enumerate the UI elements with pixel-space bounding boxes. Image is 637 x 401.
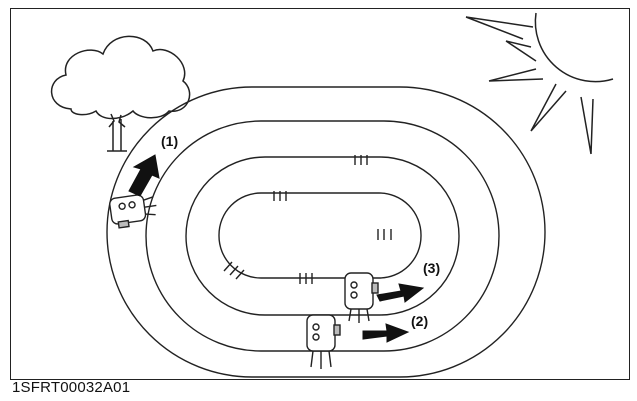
- track-boundary-inner: [218, 192, 422, 279]
- pass-label-1: (1): [161, 133, 178, 149]
- arrow-icon: [362, 323, 410, 343]
- mowing-pattern-figure: (1) (3) (2): [10, 8, 630, 380]
- diagram-canvas: (1) (3) (2): [50, 12, 614, 378]
- cut-mark-icon: [223, 155, 392, 284]
- arrow-icon: [376, 283, 425, 303]
- mower-icon: [344, 272, 379, 323]
- mower-icon: [306, 314, 341, 369]
- tree-icon: [50, 35, 191, 152]
- mower-icon: [109, 194, 157, 229]
- arrow-icon: [128, 154, 160, 197]
- track-boundary-outer: [106, 86, 546, 378]
- figure-code: 1SFRT00032A01: [12, 379, 131, 396]
- sun-icon: [465, 12, 614, 155]
- pass-label-3: (3): [423, 260, 440, 276]
- pass-label-2: (2): [411, 313, 428, 329]
